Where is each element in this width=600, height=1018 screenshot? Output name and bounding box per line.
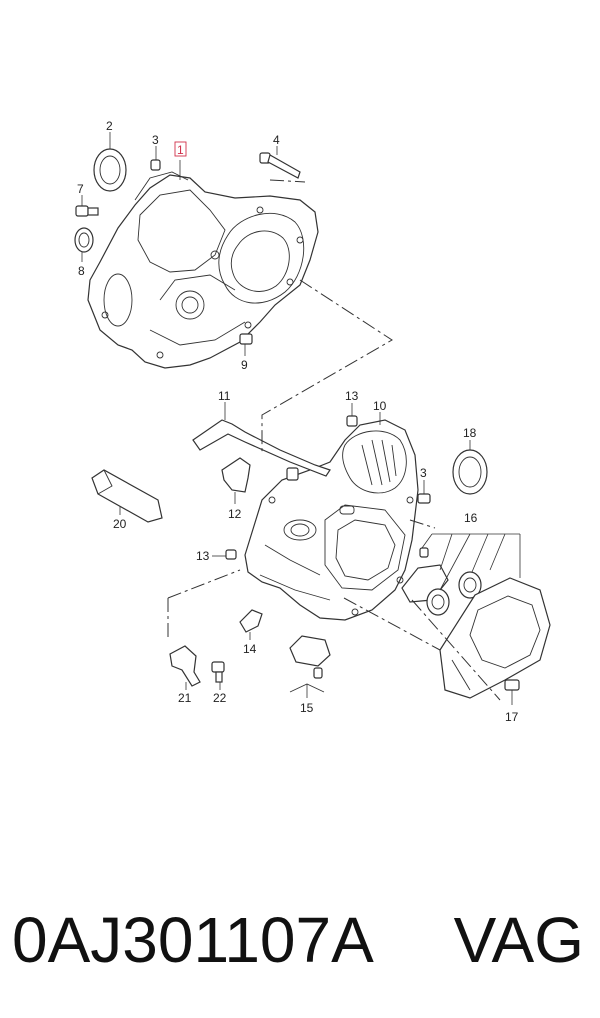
callout-17: 17 bbox=[505, 710, 519, 724]
callout-7: 7 bbox=[77, 182, 84, 196]
callout-20: 20 bbox=[113, 517, 127, 531]
callout-13-lower: 13 bbox=[196, 549, 210, 563]
callout-8: 8 bbox=[78, 264, 85, 278]
callout-14: 14 bbox=[243, 642, 257, 656]
highlight-box-1 bbox=[174, 141, 187, 157]
breather-cap bbox=[286, 467, 299, 481]
bolt-3-upper bbox=[150, 159, 161, 171]
callout-21: 21 bbox=[178, 691, 192, 705]
callout-15: 15 bbox=[300, 701, 314, 715]
assembly-dash-lines bbox=[167, 179, 501, 701]
leader-lines bbox=[81, 132, 521, 705]
seal-ring-18 bbox=[452, 449, 488, 495]
callout-3-lower: 3 bbox=[420, 466, 427, 480]
bolt-3-lower bbox=[417, 493, 431, 504]
callout-3-upper: 3 bbox=[152, 133, 159, 147]
callout-4: 4 bbox=[273, 133, 280, 147]
callout-16: 16 bbox=[464, 511, 478, 525]
callout-11: 11 bbox=[218, 389, 231, 403]
bolt-4 bbox=[259, 152, 301, 179]
bolt-17 bbox=[504, 679, 520, 691]
callout-13-upper: 13 bbox=[345, 389, 359, 403]
housing-cover bbox=[439, 577, 551, 699]
selector-shaft-11 bbox=[192, 419, 331, 477]
callout-2: 2 bbox=[106, 119, 113, 133]
callout-1: 1 bbox=[177, 143, 184, 157]
brand-label: VAG bbox=[453, 904, 584, 976]
sensor-21 bbox=[169, 645, 201, 687]
callout-9: 9 bbox=[241, 358, 248, 372]
guide-12 bbox=[221, 457, 251, 493]
callout-18: 18 bbox=[463, 426, 477, 440]
bolt-22 bbox=[211, 661, 225, 683]
callout-10: 10 bbox=[373, 399, 387, 413]
seal-8 bbox=[74, 227, 94, 253]
seal-ring-2 bbox=[93, 148, 127, 192]
gearbox-housing-10 bbox=[244, 419, 419, 621]
plug-13-lower bbox=[225, 549, 237, 560]
plug-13-upper bbox=[346, 415, 358, 427]
grease-tube-20 bbox=[91, 469, 163, 523]
callout-12: 12 bbox=[228, 507, 242, 521]
part-number: 0AJ301107A bbox=[12, 904, 374, 976]
upper-clutch-housing bbox=[87, 171, 319, 369]
plug-7 bbox=[75, 205, 99, 217]
part-16-group bbox=[401, 547, 482, 616]
callout-labels: 2 3 1 4 7 8 9 11 13 10 18 3 20 12 16 13 … bbox=[77, 119, 519, 724]
sleeve-9 bbox=[239, 333, 253, 345]
switch-14 bbox=[239, 609, 263, 633]
exploded-parts-diagram: 2 3 1 4 7 8 9 11 13 10 18 3 20 12 16 13 … bbox=[74, 119, 551, 724]
part-15 bbox=[289, 635, 331, 679]
callout-22: 22 bbox=[213, 691, 227, 705]
footer-caption: 0AJ301107A VAG bbox=[0, 885, 600, 995]
